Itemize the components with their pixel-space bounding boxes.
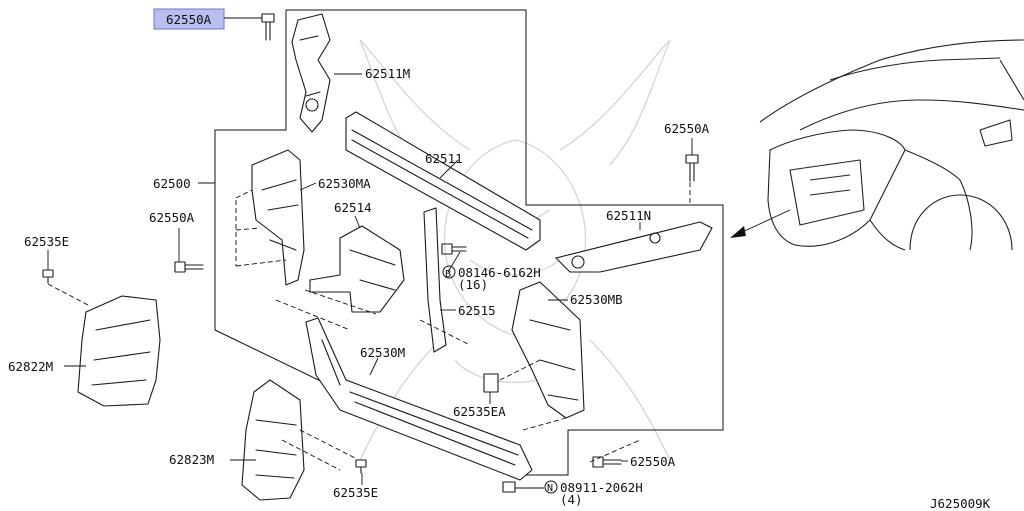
bolt-bottom bbox=[592, 456, 622, 468]
label-62550a-left: 62550A bbox=[149, 210, 195, 225]
label-nut-n: 08911-2062H bbox=[560, 480, 643, 495]
label-62511n: 62511N bbox=[606, 208, 651, 223]
label-62515: 62515 bbox=[458, 303, 496, 318]
part-labels: 62550A 62511M 62511 62500 62530MA 62514 … bbox=[8, 12, 991, 511]
label-62511: 62511 bbox=[425, 151, 463, 166]
label-62511m: 62511M bbox=[365, 66, 410, 81]
bolt-right bbox=[685, 154, 699, 182]
part-62822m bbox=[77, 295, 161, 407]
part-62515 bbox=[423, 207, 447, 353]
label-62550a-bottom: 62550A bbox=[630, 454, 676, 469]
location-arrow bbox=[730, 209, 791, 238]
clip-62535ea bbox=[483, 373, 499, 393]
part-62530ma bbox=[251, 149, 305, 286]
part-62511n bbox=[555, 221, 713, 273]
label-62530mb: 62530MB bbox=[570, 292, 623, 307]
label-62514: 62514 bbox=[334, 200, 372, 215]
bolt-b-marker-letter: B bbox=[445, 269, 451, 280]
label-62822m: 62822M bbox=[8, 359, 53, 374]
label-62823m: 62823M bbox=[169, 452, 214, 467]
label-62550a-right: 62550A bbox=[664, 121, 710, 136]
part-62511m bbox=[291, 13, 331, 133]
label-62530ma: 62530MA bbox=[318, 176, 371, 191]
part-62823m bbox=[241, 379, 305, 501]
vehicle-location-sketch bbox=[759, 39, 1024, 251]
bolt-b-marker bbox=[442, 265, 456, 279]
label-62535ea: 62535EA bbox=[453, 404, 506, 419]
nut-n-marker-letter: N bbox=[547, 483, 553, 494]
label-nut-n-qty: (4) bbox=[560, 492, 583, 507]
selected-part-highlight bbox=[153, 8, 225, 30]
label-62530m: 62530M bbox=[360, 345, 405, 360]
clip-62535e-bottom bbox=[355, 459, 367, 474]
label-bolt-b: 08146-6162H bbox=[458, 265, 541, 280]
bolt-top bbox=[261, 13, 275, 41]
label-62535e-bottom: 62535E bbox=[333, 485, 378, 500]
label-62535e-left: 62535E bbox=[24, 234, 69, 249]
part-62511 bbox=[345, 111, 541, 251]
part-62514 bbox=[309, 225, 405, 313]
nut-n-marker bbox=[544, 480, 558, 494]
assembly-dashed-lines bbox=[47, 182, 691, 471]
assembly-frame bbox=[214, 9, 724, 476]
clip-62535e-left bbox=[42, 269, 54, 284]
label-62500: 62500 bbox=[153, 176, 191, 191]
drawing-id: J625009K bbox=[930, 496, 991, 511]
label-62550a-top: 62550A bbox=[166, 12, 212, 27]
part-62530m bbox=[305, 317, 533, 481]
label-bolt-b-qty: (16) bbox=[458, 277, 488, 292]
bolt-b bbox=[441, 243, 467, 255]
bolt-left bbox=[174, 261, 204, 273]
leader-lines bbox=[47, 17, 693, 489]
nut-n bbox=[502, 481, 516, 493]
